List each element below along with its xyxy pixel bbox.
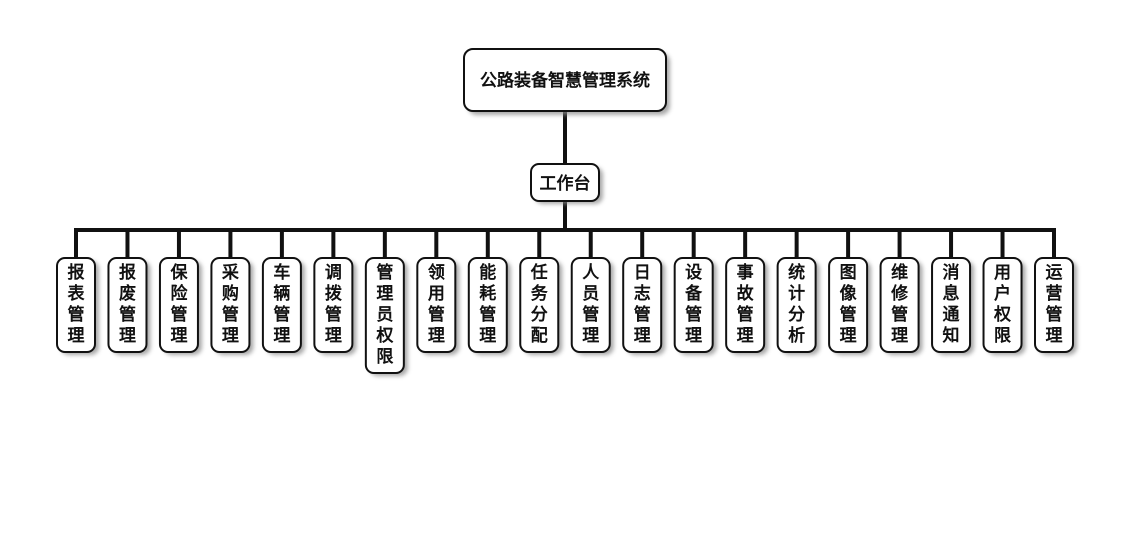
module-node-label: 设备管理 <box>684 263 703 346</box>
module-node: 统计分析 <box>776 257 820 355</box>
module-node: 任务分配 <box>519 257 563 355</box>
module-node: 日志管理 <box>622 257 666 355</box>
module-node: 图像管理 <box>828 257 872 355</box>
module-node-label: 运营管理 <box>1046 263 1063 346</box>
root-node-label: 公路装备智慧管理系统 <box>480 70 650 91</box>
module-node: 用户权限 <box>982 257 1026 355</box>
module-node: 报表管理 <box>56 257 99 355</box>
module-node: 车辆管理 <box>261 257 305 355</box>
module-node-label: 人员管理 <box>582 263 600 346</box>
module-nodes: 报表管理 报废管理 保险管理 采购管理 车辆管理 调拨管理 管理员权限 领用管理 能耗管理 任务分… <box>56 257 1077 376</box>
module-node-label: 报表管理 <box>68 262 86 346</box>
module-node: 采购管理 <box>210 257 254 355</box>
hub-node-label: 工作台 <box>540 173 591 194</box>
module-node: 设备管理 <box>673 257 717 355</box>
module-node: 保险管理 <box>158 257 202 355</box>
module-node-label: 统计分析 <box>788 262 805 346</box>
module-node-label: 车辆管理 <box>273 262 290 346</box>
module-node-label: 能耗管理 <box>479 262 496 346</box>
module-node-label: 调拨管理 <box>325 263 343 346</box>
module-node: 人员管理 <box>570 257 614 355</box>
module-node: 报废管理 <box>107 257 151 355</box>
module-node-label: 任务分配 <box>530 262 549 346</box>
module-node: 能耗管理 <box>467 257 511 355</box>
module-node-label: 管理员权限 <box>375 262 394 367</box>
module-node-label: 保险管理 <box>169 262 188 346</box>
module-node-label: 图像管理 <box>840 263 858 346</box>
module-node-label: 报废管理 <box>119 262 136 346</box>
hub-node: 工作台 <box>530 163 603 204</box>
module-node-label: 采购管理 <box>221 263 239 346</box>
module-node-label: 用户权限 <box>993 263 1012 346</box>
module-node: 管理员权限 <box>364 257 408 376</box>
module-node-label: 日志管理 <box>634 263 651 346</box>
root-node: 公路装备智慧管理系统 <box>463 48 670 115</box>
module-node-label: 消息通知 <box>942 262 960 346</box>
module-node: 消息通知 <box>931 257 975 355</box>
module-node: 调拨管理 <box>313 257 357 355</box>
module-node: 领用管理 <box>416 257 460 355</box>
module-node: 事故管理 <box>725 257 769 355</box>
module-node-label: 事故管理 <box>737 263 755 346</box>
module-node-label: 维修管理 <box>890 262 909 346</box>
connector-lines <box>74 111 1056 258</box>
module-node-label: 领用管理 <box>428 262 445 346</box>
module-node: 运营管理 <box>1034 257 1077 355</box>
module-node: 维修管理 <box>879 257 923 355</box>
